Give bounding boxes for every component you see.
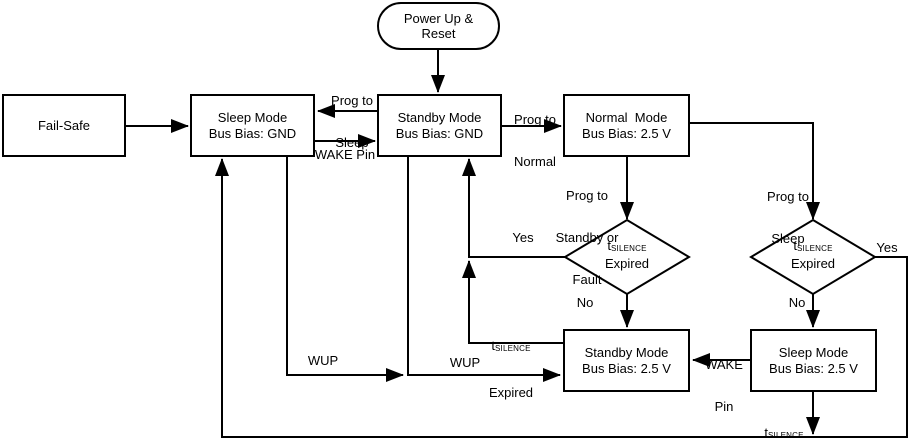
node-label: Bus Bias: 2.5 V xyxy=(582,360,671,376)
node-label: Standby Mode xyxy=(397,109,482,125)
edge-label-prog-to-sleep-right: Prog to Sleep xyxy=(767,189,809,246)
node-sleep-mode-gnd: Sleep Mode Bus Bias: GND xyxy=(190,94,315,157)
node-label: Sleep Mode xyxy=(217,109,288,125)
edge-label-wup-left: WUP xyxy=(307,353,339,368)
node-standby-mode-gnd: Standby Mode Bus Bias: GND xyxy=(377,94,502,157)
node-label: Normal Mode xyxy=(585,109,668,125)
node-label: Bus Bias: GND xyxy=(208,125,297,141)
node-label: Standby Mode xyxy=(584,344,669,360)
edge-label-wake-pin-bottom: WAKE Pin xyxy=(705,357,743,414)
edge-label-t-silence-feedback: tSILENCE Expired xyxy=(488,338,534,400)
edge-decision-mid-yes-to-standby-gnd xyxy=(462,158,566,258)
edge-label-prog-to-standby-or-fault: Prog to Standby or Fault xyxy=(555,188,619,287)
edge-decision-right-yes-loop-to-sleep-gnd xyxy=(215,158,908,438)
edge-sleep-gnd-wup xyxy=(286,157,404,382)
node-standby-mode-25: Standby Mode Bus Bias: 2.5 V xyxy=(563,329,690,392)
edge-label-yes-right: Yes xyxy=(876,240,898,255)
node-label: Bus Bias: 2.5 V xyxy=(769,360,858,376)
node-power-up-reset: Power Up & Reset xyxy=(377,2,500,50)
node-label: Power Up & xyxy=(403,11,474,26)
node-label: Bus Bias: GND xyxy=(395,125,484,141)
node-sleep-mode-25: Sleep Mode Bus Bias: 2.5 V xyxy=(750,329,877,392)
edge-label-yes-mid: Yes xyxy=(512,230,534,245)
node-label: Bus Bias: 2.5 V xyxy=(582,125,671,141)
decision-t-silence-mid xyxy=(563,218,691,296)
edge-normal-to-decision-right xyxy=(690,122,820,220)
node-label: Sleep Mode xyxy=(778,344,849,360)
node-normal-mode: Normal Mode Bus Bias: 2.5 V xyxy=(563,94,690,157)
node-label: Reset xyxy=(421,26,456,41)
edge-label-wup-mid: WUP xyxy=(449,355,481,370)
node-label: Fail-Safe xyxy=(37,117,91,133)
node-fail-safe: Fail-Safe xyxy=(2,94,126,157)
edge-label-wake-pin-top: WAKE Pin xyxy=(314,147,376,162)
decision-t-silence-right xyxy=(749,218,877,296)
edge-label-no-mid: No xyxy=(576,295,594,310)
edge-label-no-right: No xyxy=(788,295,806,310)
edge-standby-gnd-wup-to-standby25 xyxy=(407,157,561,382)
edge-label-t-silence-bottom: tSILENCE Expired xyxy=(764,425,804,440)
edge-standby25-tsilence-feedback xyxy=(462,260,564,344)
